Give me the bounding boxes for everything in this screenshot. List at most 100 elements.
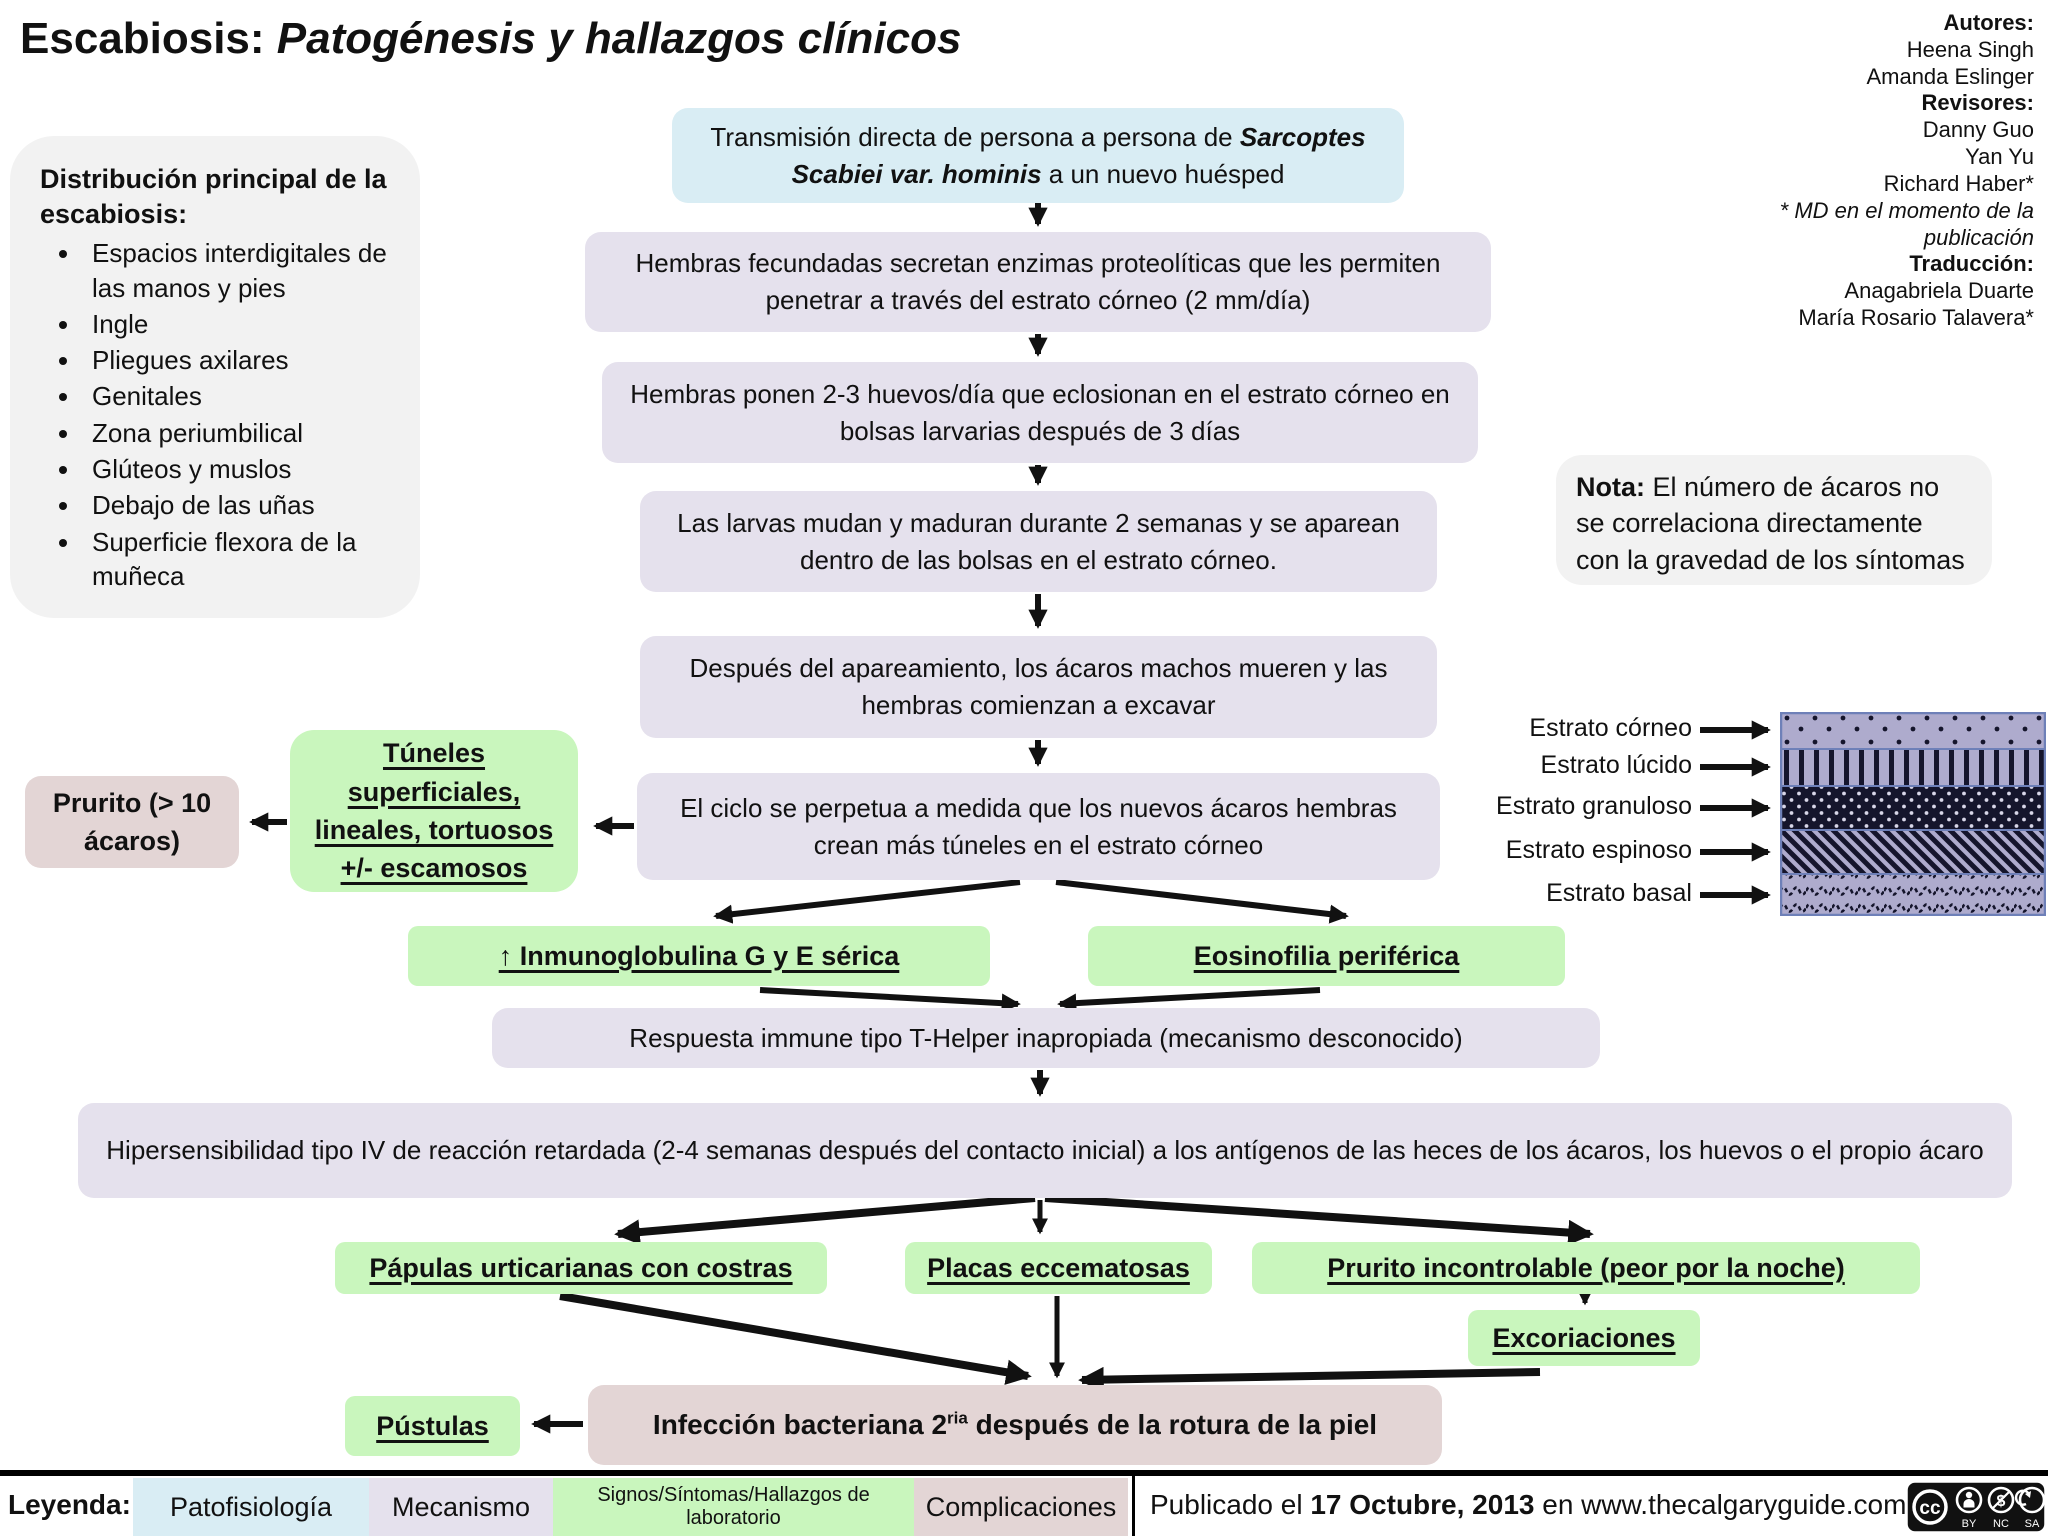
distribution-title: Distribución principal de la escabiosis: (40, 164, 387, 230)
cc-license-badge: cc $ BY NC SA (1906, 1481, 2046, 1533)
cc-nc-icon (1987, 1486, 2015, 1514)
list-item: Ingle (82, 307, 394, 341)
flow-box-transmision: Transmisión directa de persona a persona… (672, 108, 1404, 203)
credits-line: Autores: (1943, 10, 2034, 35)
flow-box-ciclo: El ciclo se perpetua a medida que los nu… (637, 773, 1440, 880)
list-item: Espacios interdigitales de las manos y p… (82, 236, 394, 305)
legend-item-mecanismo: Mecanismo (369, 1478, 553, 1536)
papulas-text: Pápulas urticarianas con costras (369, 1252, 793, 1283)
flow-box-papulas: Pápulas urticarianas con costras (335, 1242, 827, 1294)
arrow-hipersensibilidad-to-prurito-incontrolable (1044, 1194, 1594, 1246)
legend-item-patofisiologia: Patofisiología (133, 1478, 369, 1536)
credits-line: Yan Yu (1965, 144, 2034, 170)
publication-url: en www.thecalgaryguide.com (1534, 1489, 1907, 1520)
ciclo-text: El ciclo se perpetua a medida que los nu… (680, 792, 1397, 860)
eosinofilia-text: Eosinofilia periférica (1193, 940, 1460, 971)
list-item: Glúteos y muslos (82, 452, 394, 486)
credits-line: María Rosario Talavera* (1798, 305, 2034, 331)
credits-line: Danny Guo (1922, 117, 2034, 143)
prurito-text: Prurito (> 10 ácaros) (52, 787, 212, 856)
skin-label-espinoso: Estrato espinoso (1505, 836, 1692, 864)
credits-block: Autores: Heena Singh Amanda Eslinger Rev… (1704, 10, 2034, 332)
nota-box: Nota: El número de ácaros no se correlac… (1556, 455, 1992, 585)
transmision-species: Sarcoptes Scabiei var. hominis (791, 121, 1366, 189)
credits-line: Traducción: (1909, 251, 2034, 277)
flow-box-hipersensibilidad: Hipersensibilidad tipo IV de reacción re… (78, 1103, 2012, 1198)
transmision-pre: Transmisión directa de persona a persona… (710, 121, 1240, 152)
cc-nc-label: NC (1993, 1518, 2009, 1530)
arrow-papulas-to-infeccion (559, 1292, 1032, 1385)
apareamiento-text: Después del apareamiento, los ácaros mac… (689, 653, 1388, 720)
flow-box-hembras-fecundadas: Hembras fecundadas secretan enzimas prot… (585, 232, 1491, 332)
tuneles-text: Túneles superficiales, lineales, tortuos… (314, 738, 554, 884)
skin-layer-granuloso (1780, 785, 2046, 831)
cc-by-icon (1955, 1486, 1983, 1514)
list-item: Genitales (82, 379, 394, 413)
legend-item-signos: Signos/Síntomas/Hallazgos de laboratorio (553, 1478, 914, 1536)
page-title-disease: Escabiosis: (20, 14, 277, 63)
larvas-text: Las larvas mudan y maduran durante 2 sem… (677, 507, 1400, 575)
flow-box-prurito: Prurito (> 10 ácaros) (25, 776, 239, 868)
nota-text: El número de ácaros no se correlaciona d… (1576, 472, 1965, 575)
skin-label-basal: Estrato basal (1546, 879, 1692, 907)
skin-label-lucido: Estrato lúcido (1540, 751, 1692, 779)
cc-icon (1912, 1489, 1948, 1525)
skin-layers-diagram (1780, 712, 2046, 916)
flow-box-excoriaciones: Excoriaciones (1468, 1310, 1700, 1366)
page-title: Escabiosis: Patogénesis y hallazgos clín… (20, 14, 961, 64)
arrow-ciclo-to-inmunoglobulina (713, 879, 1021, 924)
flow-box-eosinofilia: Eosinofilia periférica (1088, 926, 1565, 986)
list-item: Zona periumbilical (82, 416, 394, 450)
legend-item-label: Complicaciones (925, 1491, 1117, 1522)
arrow-eosinofilia-to-respuesta (1057, 987, 1321, 1013)
flow-box-tuneles: Túneles superficiales, lineales, tortuos… (290, 730, 578, 892)
legend-item-label: Signos/Síntomas/Hallazgos de laboratorio (597, 1484, 870, 1529)
cc-icon-text: cc (1919, 1498, 1941, 1519)
infeccion-post: después de la rotura de la piel (967, 1409, 1378, 1441)
credits-line: Richard Haber* (1883, 170, 2034, 196)
infeccion-pre: Infección bacteriana 2 (652, 1409, 948, 1441)
publication-pre: Publicado el (1150, 1489, 1311, 1520)
skin-label-granuloso: Estrato granuloso (1496, 792, 1692, 820)
credits-line: Heena Singh (1906, 36, 2034, 62)
respuesta-text: Respuesta immune tipo T-Helper inapropia… (629, 1022, 1463, 1053)
list-item: Superficie flexora de la muñeca (82, 525, 394, 594)
arrow-ciclo-to-eosinofilia (1055, 879, 1349, 924)
excoriaciones-text: Excoriaciones (1492, 1322, 1676, 1353)
placas-text: Placas eccematosas (927, 1252, 1190, 1283)
publication-info: Publicado el 17 Octubre, 2013 en www.the… (1150, 1489, 1906, 1521)
flow-box-larvas: Las larvas mudan y maduran durante 2 sem… (640, 491, 1437, 592)
flow-box-placas: Placas eccematosas (905, 1242, 1212, 1294)
pustulas-text: Pústulas (376, 1410, 489, 1441)
arrow-excoriaciones-to-infeccion (1078, 1366, 1541, 1393)
hembras-ponen-text: Hembras ponen 2-3 huevos/día que eclosio… (630, 378, 1450, 446)
cc-sa-label: SA (2025, 1518, 2040, 1530)
skin-layer-lucido (1780, 748, 2046, 787)
flow-box-prurito-incontrolable: Prurito incontrolable (peor por la noche… (1252, 1242, 1920, 1294)
distribution-list: Espacios interdigitales de las manos y p… (40, 236, 394, 593)
publication-date: 17 Octubre, 2013 (1310, 1489, 1535, 1520)
cc-by-label: BY (1962, 1518, 1977, 1530)
arrow-inmunoglobulina-to-respuesta (759, 987, 1021, 1013)
flow-box-respuesta: Respuesta immune tipo T-Helper inapropia… (492, 1008, 1600, 1068)
list-item: Pliegues axilares (82, 343, 394, 377)
legend-label: Leyenda: (8, 1489, 131, 1520)
legend-item-complicaciones: Complicaciones (914, 1478, 1128, 1536)
flow-box-infeccion: Infección bacteriana 2ria después de la … (588, 1385, 1442, 1465)
hipersensibilidad-text: Hipersensibilidad tipo IV de reacción re… (106, 1135, 1984, 1166)
arrow-hipersensibilidad-to-papulas (614, 1194, 1036, 1245)
skin-label-corneo: Estrato córneo (1529, 714, 1692, 742)
credits-line: * MD en el momento de la publicación (1779, 197, 2034, 250)
credits-line: Revisores: (1921, 90, 2034, 116)
legend-item-label: Patofisiología (169, 1491, 333, 1522)
skin-layer-basal (1780, 873, 2046, 916)
legend-divider (1132, 1476, 1135, 1536)
list-item: Debajo de las uñas (82, 488, 394, 522)
transmision-post: a un nuevo huésped (1041, 158, 1285, 189)
prurito-incontrolable-text: Prurito incontrolable (peor por la noche… (1327, 1252, 1845, 1283)
footer-divider-line (0, 1470, 2048, 1476)
flow-box-hembras-ponen: Hembras ponen 2-3 huevos/día que eclosio… (602, 362, 1478, 463)
cc-sa-icon (2018, 1486, 2046, 1514)
